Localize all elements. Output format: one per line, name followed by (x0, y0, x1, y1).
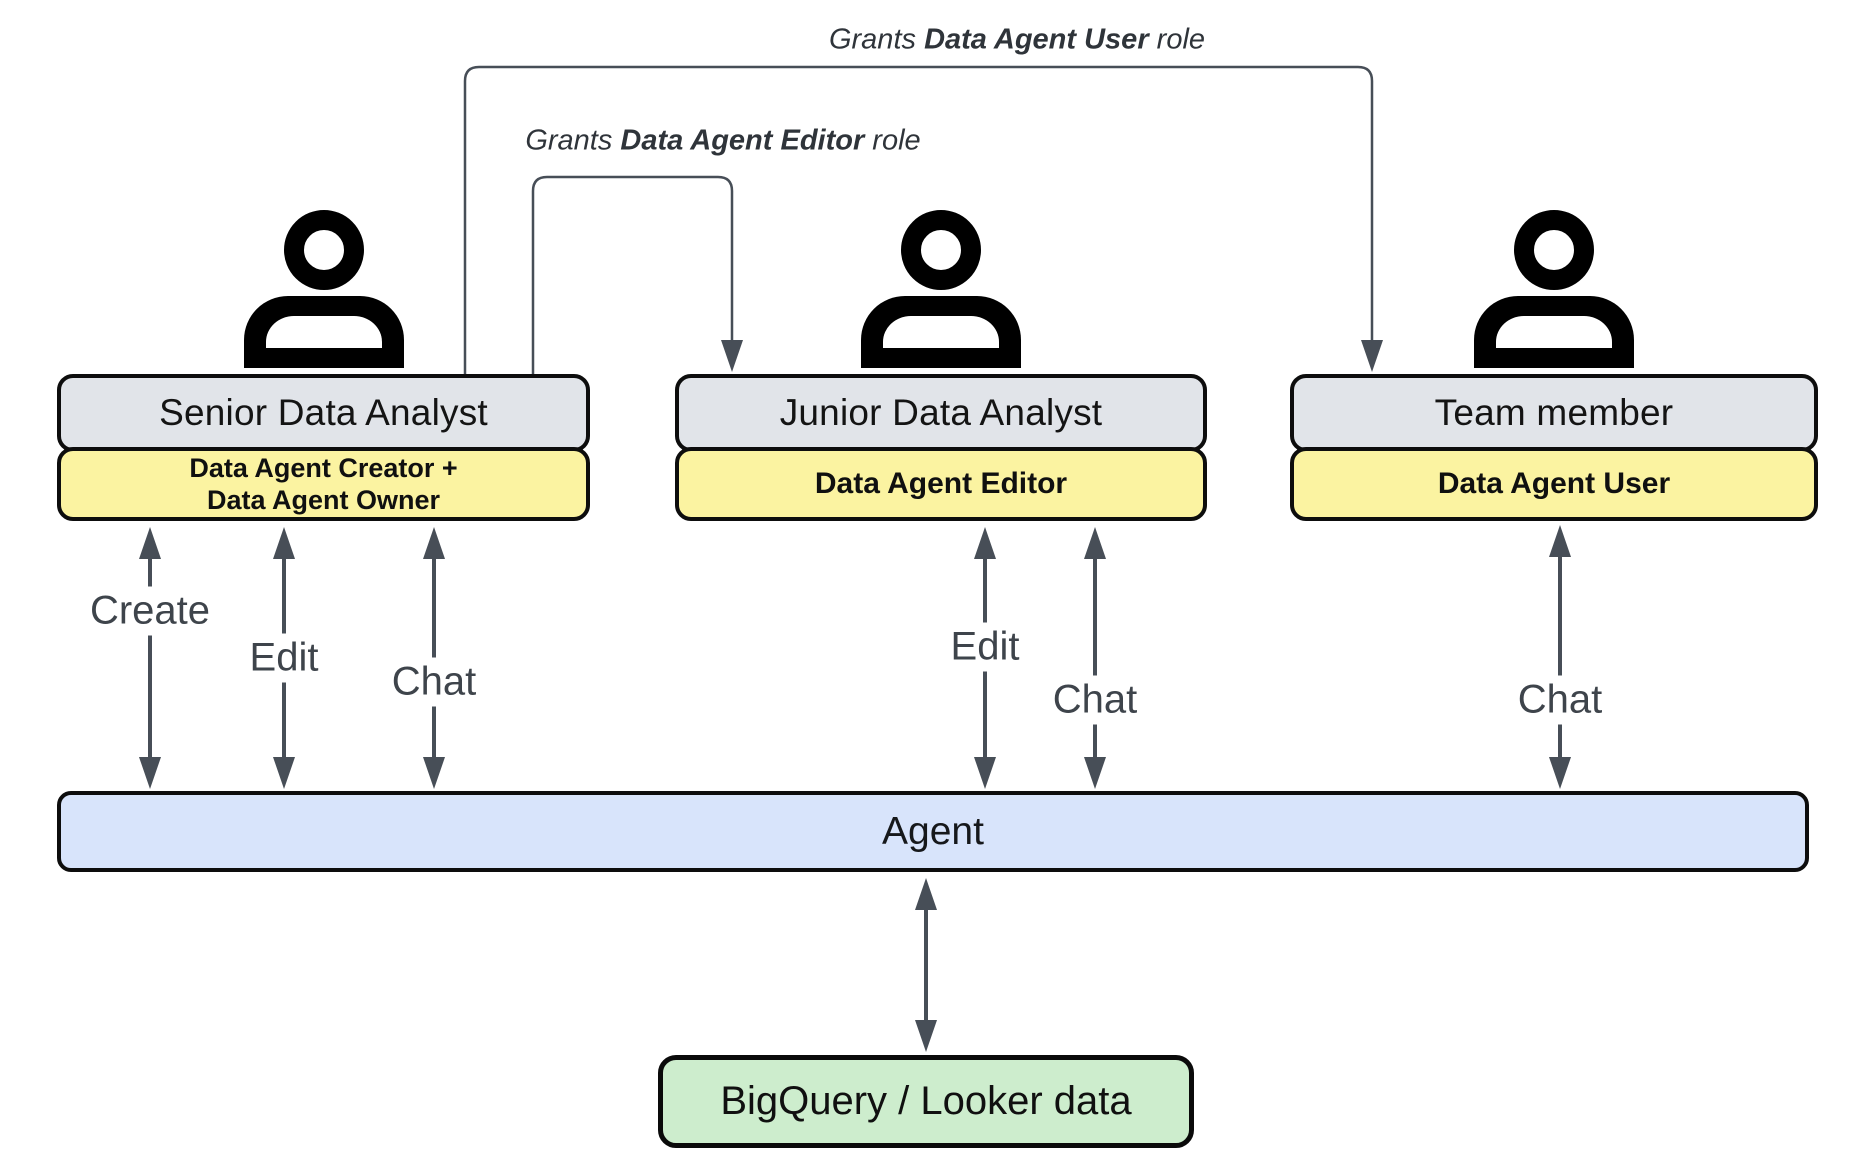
persona-title: Junior Data Analyst (675, 374, 1207, 452)
grant-editor-arrow (531, 175, 743, 374)
grant-role-name: Data Agent Editor (620, 124, 865, 157)
grant-editor-label: Grants Data Agent Editor role (519, 124, 927, 158)
grant-user-arrow (463, 65, 1383, 374)
agent-bar: Agent (57, 791, 1809, 872)
persona-title: Team member (1290, 374, 1818, 452)
grant-suffix: role (864, 124, 921, 157)
grant-prefix: Grants (828, 23, 925, 56)
grant-suffix: role (1148, 23, 1206, 56)
chat-label-junior: Chat (1044, 675, 1146, 725)
create-label: Create (81, 586, 219, 636)
chat-arrow-team (1549, 525, 1571, 789)
edit-label-junior: Edit (942, 622, 1028, 672)
grant-role-name: Data Agent User (924, 23, 1149, 56)
senior-analyst-card: Senior Data Analyst Data Agent Creator +… (57, 210, 590, 521)
agent-data-arrow (915, 878, 937, 1052)
grant-prefix: Grants (525, 124, 621, 157)
person-icon (1474, 210, 1634, 368)
chat-arrow-junior (1084, 527, 1106, 789)
chat-label-team: Chat (1509, 675, 1611, 725)
chat-label-senior: Chat (383, 657, 485, 707)
datasource-box: BigQuery / Looker data (658, 1055, 1194, 1148)
create-arrow (139, 527, 161, 789)
edit-label-senior: Edit (241, 633, 327, 683)
persona-role-badge: Data Agent User (1290, 447, 1818, 521)
persona-role-badge: Data Agent Creator + Data Agent Owner (57, 447, 590, 521)
team-member-card: Team member Data Agent User (1290, 210, 1818, 521)
junior-analyst-card: Junior Data Analyst Data Agent Editor (675, 210, 1207, 521)
person-icon (861, 210, 1021, 368)
person-icon (243, 210, 404, 368)
persona-role-badge: Data Agent Editor (675, 447, 1207, 521)
grant-user-label: Grants Data Agent User role (822, 23, 1212, 57)
